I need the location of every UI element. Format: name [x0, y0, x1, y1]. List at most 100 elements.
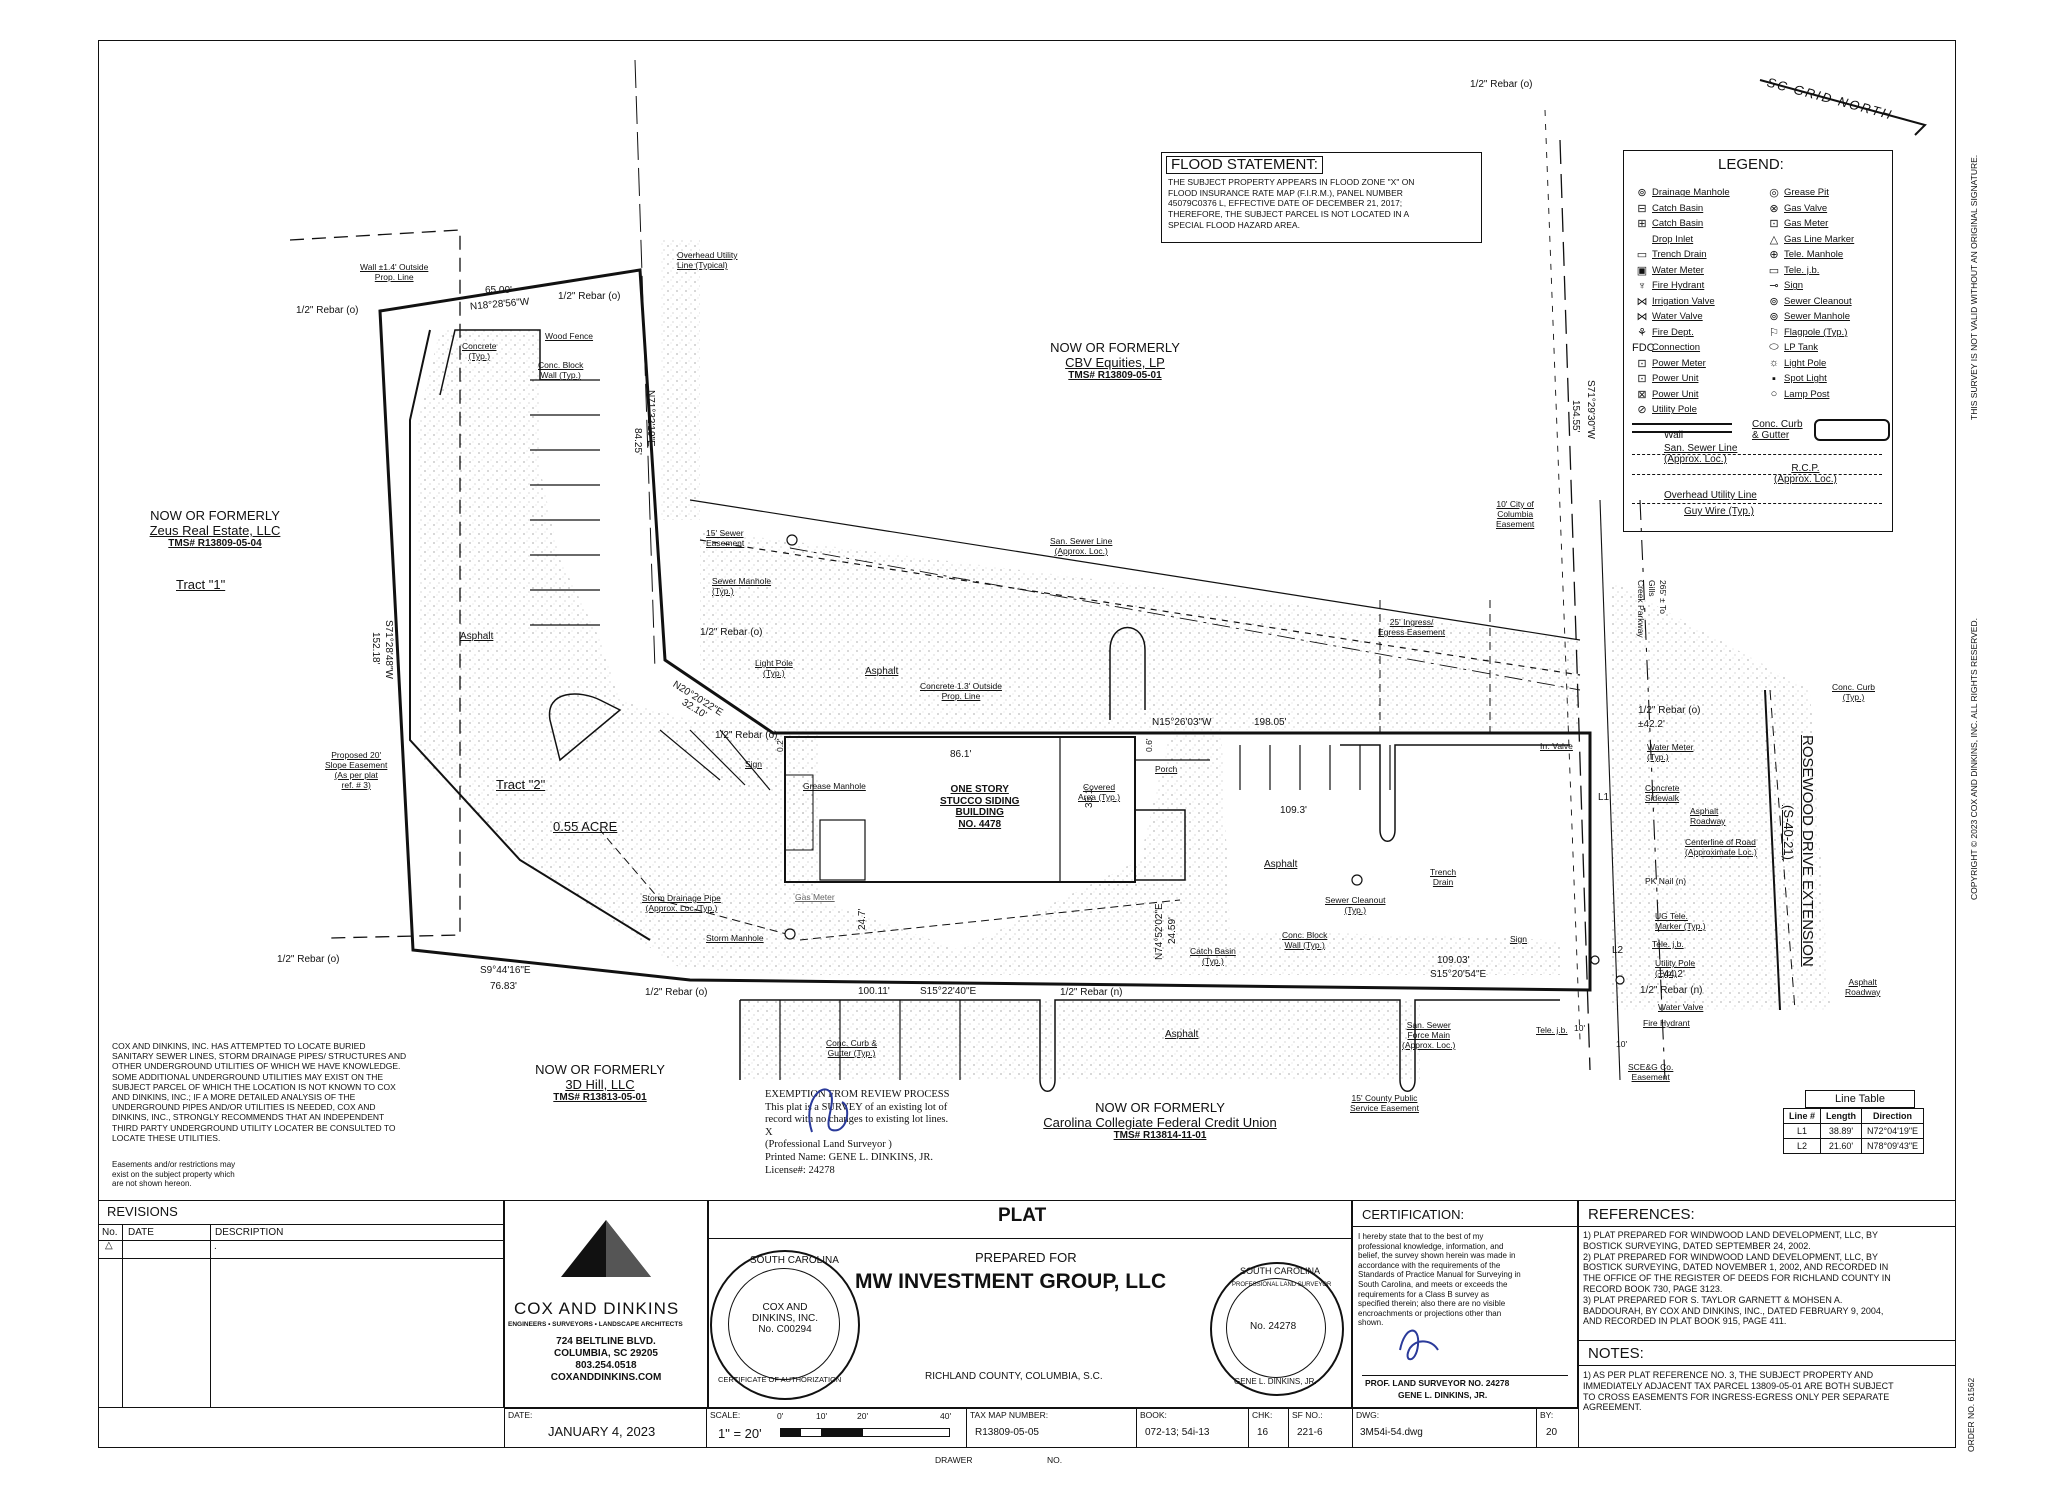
address-line: 803.254.0518: [575, 1360, 637, 1371]
dim-length: 24.59': [1167, 917, 1178, 944]
legend-item-label: Sewer Cleanout: [1784, 295, 1852, 307]
revisions-col-line: [122, 1224, 123, 1408]
note-line: SCE&G Co.: [1628, 1062, 1674, 1072]
rebar-label: 1/2" Rebar (o): [645, 987, 708, 998]
line-table-cell: N72°04'19"E: [1861, 1123, 1925, 1139]
reference-line: RECORD BOOK 730, PAGE 3123.: [1583, 1283, 1723, 1294]
line-table-cell: L2: [1782, 1138, 1822, 1154]
rebar-label: 1/2" Rebar (n): [1640, 985, 1703, 996]
legend-curb-graphic: [1814, 419, 1890, 441]
certification-line: Standards of Practice Manual for Surveyi…: [1358, 1270, 1521, 1280]
note-line: Force Main: [1407, 1030, 1450, 1040]
certification-line: belief, the survey shown herein was made…: [1358, 1251, 1516, 1261]
gas-valve-icon: ⊗: [1769, 202, 1779, 215]
note-line: Utility Pole: [1655, 958, 1696, 968]
owner-line: NOW OR FORMERLY: [1095, 1100, 1225, 1115]
fire-hydrant-icon: ♆: [1637, 279, 1647, 292]
road-number: (S-40-21): [1781, 805, 1796, 860]
reference-line: 3) PLAT PREPARED FOR S. TAYLOR GARNETT &…: [1583, 1294, 1843, 1305]
note-line: Concrete: [1645, 783, 1680, 793]
road-name: ROSEWOOD DRIVE EXTENSION: [1799, 735, 1816, 967]
dim-bearing: N71°32'19"E: [645, 390, 656, 447]
scale-tick: 40': [940, 1411, 952, 1421]
legend-item-label: Spot Light: [1784, 373, 1827, 385]
firm-subtitle: ENGINEERS • SURVEYORS • LANDSCAPE ARCHIT…: [508, 1321, 683, 1328]
plat-title-line: [708, 1238, 1352, 1239]
seal-ring-mid: PROFESSIONAL LAND SURVEYOR: [1232, 1282, 1332, 1288]
water-meter-note: Water Meter(Typ.): [1647, 742, 1693, 762]
exemption-line: License#: 24278: [765, 1164, 835, 1176]
note-line: Prop. Line: [941, 691, 981, 701]
note-line: 15' County Public: [1351, 1093, 1418, 1103]
dim-bearing: N74°52'02"E: [1154, 903, 1165, 960]
utility-pole-icon: ⊘: [1637, 404, 1647, 417]
conc-curb-note: Conc. Curb(Typ.): [1832, 682, 1875, 702]
plat-title: PLAT: [998, 1205, 1047, 1226]
curb-island: [548, 693, 622, 762]
catch-basin-icon: ⊟: [1637, 202, 1647, 215]
rev-col-no: No.: [102, 1227, 118, 1238]
legend-item-label: Fire Hydrant: [1652, 280, 1705, 292]
disclaimer-line: THIRD PARTY UNDERGROUND UTILITY LOCATER …: [112, 1122, 396, 1133]
note-line: Water Meter: [1647, 742, 1694, 752]
dim-length: 109.03': [1437, 955, 1470, 966]
legend-item-label: Tele. Manhole: [1784, 249, 1844, 261]
legend-curb: Conc. Curb & Gutter: [1752, 419, 1803, 441]
flood-line: FLOOD INSURANCE RATE MAP (F.I.R.M.), PAN…: [1168, 187, 1403, 198]
scale-tick: 0': [777, 1411, 784, 1421]
legend-item-label: Irrigation Valve: [1652, 295, 1715, 307]
disclaimer-line: DINKINS, INC., STRONGLY RECOMMENDS THAT …: [112, 1112, 385, 1123]
scale-tick: 20': [857, 1411, 869, 1421]
legend-item-label: Grease Pit: [1784, 187, 1829, 199]
line-table-cell: 38.89': [1820, 1123, 1863, 1139]
dim-bearing: S15°22'40"E: [920, 986, 977, 997]
sign-note-2: Sign: [1510, 934, 1528, 944]
owner-tms: TMS# R13809-05-01: [1068, 370, 1162, 381]
cert-signer: PROF. LAND SURVEYOR NO. 24278: [1365, 1378, 1510, 1388]
dwg-value: 3M54i-54.dwg: [1360, 1427, 1423, 1438]
note-line: (Approx. Loc.): [1054, 546, 1108, 556]
legend-rcp: R.C.P. (Approx. Loc.): [1774, 463, 1837, 485]
address-line: COXANDDINKINS.COM: [550, 1372, 662, 1383]
note-line: Columbia: [1497, 509, 1534, 519]
legend-item-label: Connection: [1652, 342, 1701, 354]
legend-item: ⊚Sewer Cleanout: [1764, 294, 1894, 310]
legend-item: ⬭LP Tank: [1764, 340, 1894, 356]
asphalt-label: Asphalt: [460, 631, 494, 642]
asphalt-label: Asphalt: [1165, 1029, 1199, 1040]
legend-item: ⊗ Gas Valve: [1764, 201, 1894, 217]
rebar-label: 1/2" Rebar (o): [700, 627, 763, 638]
easement-note-line: exist on the subject property which: [112, 1169, 235, 1179]
dim-length: 154.55': [1570, 400, 1581, 433]
north-arrow-graphic: [1759, 79, 1927, 136]
dim-length: 24.7': [857, 908, 868, 930]
no-label: NO.: [1047, 1455, 1063, 1465]
legend-item-label: Gas Valve: [1784, 202, 1828, 214]
note-line: (As per plat: [334, 770, 378, 780]
dim-offset: 0.6': [1144, 738, 1154, 752]
note-line: 1) AS PER PLAT REFERENCE NO. 3, THE SUBJ…: [1583, 1370, 1874, 1380]
dim-length: ±44.2': [1658, 969, 1685, 980]
note-line: (Typ.): [1647, 752, 1669, 762]
legend-right-column: ◎Grease Pit⊗Gas Valve⊡Gas Meter△Gas Line…: [1764, 185, 1894, 402]
client-name: MW INVESTMENT GROUP, LLC: [855, 1270, 1167, 1293]
lamp-post-icon: ○: [1770, 388, 1778, 401]
tax-panel-line: [966, 1408, 967, 1448]
references-title-line: [1578, 1226, 1956, 1227]
certification-line: requirements for a Class B survey as: [1358, 1289, 1490, 1299]
legend-wall-graphic: [1632, 423, 1732, 433]
note-line: Conc. Block: [538, 360, 584, 370]
revisions-row-line: [98, 1240, 504, 1241]
note-line: Marker (Typ.): [1655, 921, 1706, 931]
line-table-header: Length: [1820, 1108, 1863, 1124]
legend-title: LEGEND:: [1718, 156, 1784, 173]
power-unit-icon: ⊡: [1637, 373, 1647, 386]
margin-copyright: COPYRIGHT © 2023 COX AND DINKINS, INC. A…: [1969, 618, 1979, 900]
scale-bar: [780, 1428, 950, 1437]
dim-length: 100.11': [858, 986, 890, 997]
legend-overhead: Overhead Utility Line: [1664, 490, 1757, 501]
dim-offset: 10': [1616, 1039, 1628, 1049]
note-line: Storm Drainage Pipe: [642, 893, 721, 903]
